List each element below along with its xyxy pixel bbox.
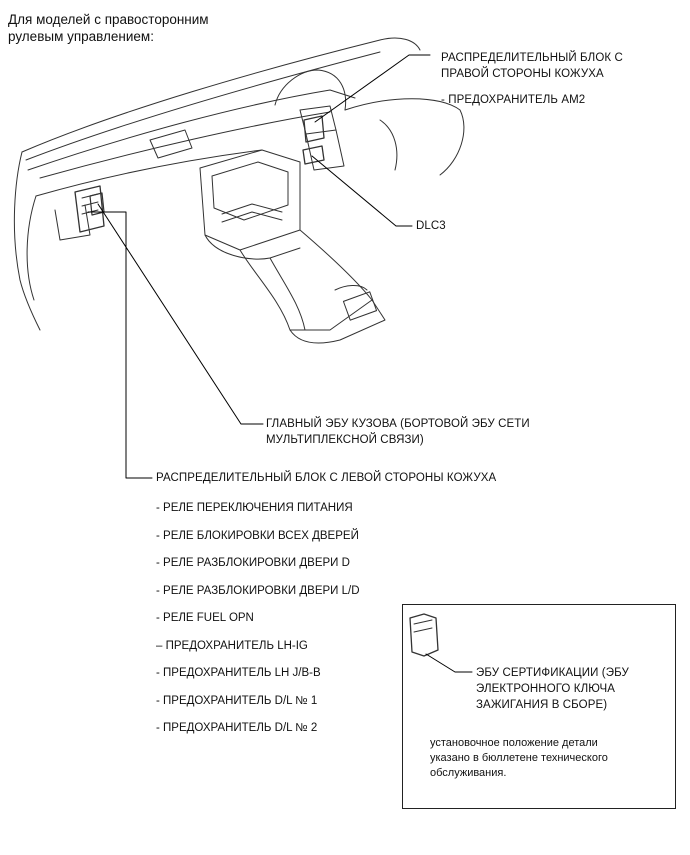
dash-panel-line	[39, 111, 331, 179]
note-line-3: обслуживания.	[430, 767, 507, 779]
list-item: - РЕЛЕ РАЗБЛОКИРОВКИ ДВЕРИ L/D	[156, 584, 360, 597]
callout-left-junction-block: РАСПРЕДЕЛИТЕЛЬНЫЙ БЛОК С ЛЕВОЙ СТОРОНЫ К…	[156, 472, 497, 484]
list-item: - РЕЛЕ ПЕРЕКЛЮЧЕНИЯ ПИТАНИЯ	[156, 502, 353, 514]
left-door-trim	[26, 195, 37, 301]
console-armrest	[289, 299, 386, 344]
cert-ecu-line-1: ЭБУ СЕРТИФИКАЦИИ (ЭБУ	[476, 667, 629, 679]
diagram-heading: Для моделей с правосторонним рулевым упр…	[8, 11, 209, 45]
steering-column	[305, 129, 345, 171]
right-dash	[344, 98, 465, 176]
note-line-1: установочное положение детали	[430, 737, 598, 749]
list-item: - ПРЕДОХРАНИТЕЛЬ D/L № 2	[156, 722, 318, 734]
dash-top-edge-inner	[25, 51, 381, 161]
main-ecu-line-2: МУЛЬТИПЛЕКСНОЙ СВЯЗИ)	[266, 434, 424, 446]
right-block-item: - ПРЕДОХРАНИТЕЛЬ AM2	[441, 94, 586, 106]
callout-certification-ecu: ЭБУ СЕРТИФИКАЦИИ (ЭБУ ЭЛЕКТРОННОГО КЛЮЧА…	[476, 665, 629, 713]
center-stack	[199, 149, 301, 251]
inset-ecu-shape	[409, 613, 439, 657]
dash-lower-line	[35, 149, 263, 197]
steering-wheel	[274, 69, 347, 111]
right-junction-block	[303, 115, 325, 143]
note-line-2: указано в бюллетене технического	[430, 752, 608, 764]
inset-note: установочное положение детали указано в …	[430, 736, 608, 781]
callout-dlc3: DLC3	[416, 220, 446, 232]
cert-ecu-line-3: ЗАЖИГАНИЯ В СБОРЕ)	[476, 699, 608, 711]
list-item: – ПРЕДОХРАНИТЕЛЬ LH-IG	[156, 639, 308, 652]
dlc3-connector	[302, 145, 325, 165]
heading-line-2: рулевым управлением:	[8, 29, 154, 44]
center-controls	[221, 203, 283, 223]
main-ecu-line-1: ГЛАВНЫЙ ЭБУ КУЗОВА (БОРТОВОЙ ЭБУ СЕТИ	[266, 418, 530, 430]
leader-left-block	[87, 211, 153, 479]
list-item: - РЕЛЕ БЛОКИРОВКИ ВСЕХ ДВЕРЕЙ	[156, 529, 359, 542]
left-block-item-list: - РЕЛЕ ПЕРЕКЛЮЧЕНИЯ ПИТАНИЯ - РЕЛЕ БЛОКИ…	[156, 500, 360, 748]
callout-right-junction-block: РАСПРЕДЕЛИТЕЛЬНЫЙ БЛОК С ПРАВОЙ СТОРОНЫ …	[441, 50, 623, 108]
left-pillar	[13, 151, 41, 331]
inset-ecu-detail	[413, 619, 433, 633]
right-block-line-1: РАСПРЕДЕЛИТЕЛЬНЫЙ БЛОК С	[441, 52, 623, 64]
console-side	[269, 257, 306, 331]
console-tunnel	[204, 234, 301, 260]
dash-upper-panel	[27, 89, 356, 171]
leader-dlc3	[311, 155, 413, 227]
left-junction-block	[74, 185, 105, 233]
cert-ecu-line-2: ЭЛЕКТРОННОГО КЛЮЧА	[476, 683, 616, 695]
list-item: - ПРЕДОХРАНИТЕЛЬ LH J/B-B	[156, 667, 321, 679]
left-footwell	[54, 204, 91, 241]
heading-line-1: Для моделей с правосторонним	[8, 12, 209, 27]
leader-main-ecu	[97, 203, 264, 425]
right-block-line-2: ПРАВОЙ СТОРОНЫ КОЖУХА	[441, 68, 604, 80]
console-cupholder	[334, 285, 368, 291]
console-body	[239, 229, 373, 331]
right-door-line	[379, 119, 398, 171]
list-item: - РЕЛЕ РАЗБЛОКИРОВКИ ДВЕРИ D	[156, 557, 350, 569]
list-item: - РЕЛЕ FUEL OPN	[156, 612, 254, 624]
leader-right-block	[314, 54, 431, 123]
callout-main-body-ecu: ГЛАВНЫЙ ЭБУ КУЗОВА (БОРТОВОЙ ЭБУ СЕТИ МУ…	[266, 416, 530, 448]
inset-box	[402, 604, 676, 809]
list-item: - ПРЕДОХРАНИТЕЛЬ D/L № 1	[156, 694, 318, 707]
console-vent	[342, 291, 378, 321]
leader-inset-ecu	[425, 653, 473, 673]
center-display	[211, 161, 289, 221]
dash-top-edge	[21, 37, 421, 153]
dash-vent-left	[149, 129, 193, 159]
